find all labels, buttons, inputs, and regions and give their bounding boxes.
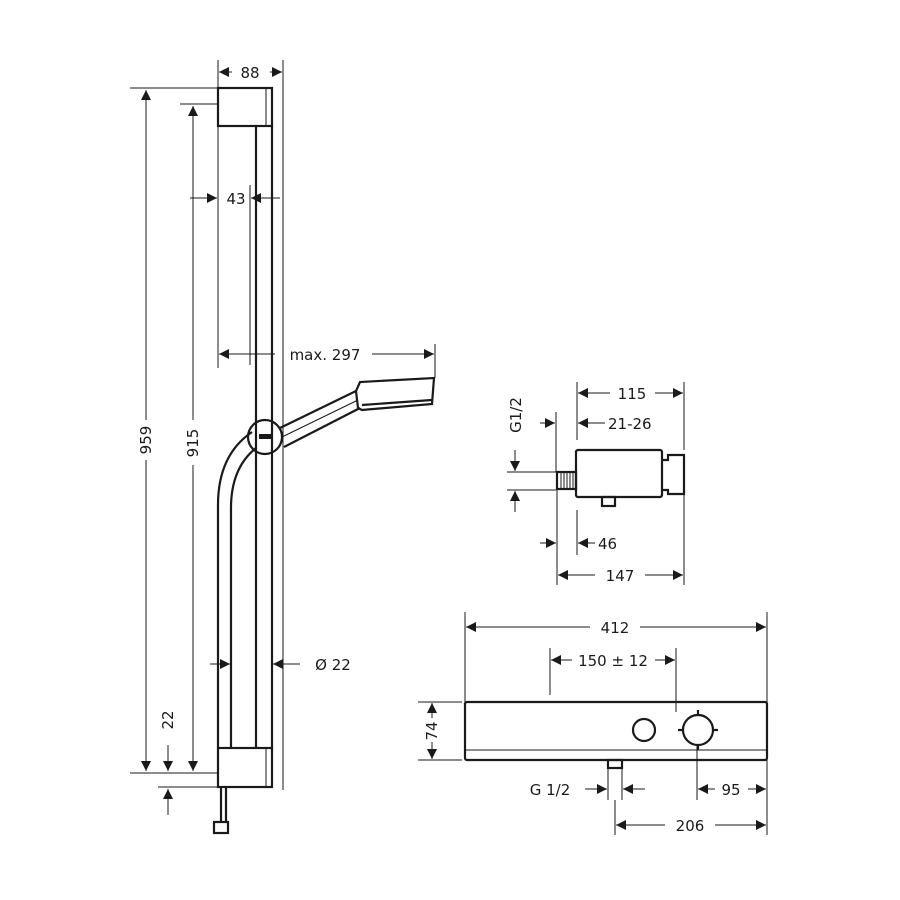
dim-115: 115 bbox=[618, 385, 647, 403]
handshower-handle bbox=[279, 390, 361, 448]
dim-206: 206 bbox=[676, 817, 705, 835]
handshower-head bbox=[354, 376, 436, 412]
outlet-nut bbox=[662, 453, 686, 496]
thermostat-body bbox=[463, 700, 769, 762]
wall-outlet bbox=[555, 448, 686, 508]
dim-959: 959 bbox=[137, 426, 155, 455]
hose bbox=[216, 431, 253, 748]
dim-95: 95 bbox=[721, 781, 740, 799]
dim-147: 147 bbox=[606, 567, 635, 585]
thermostat bbox=[463, 700, 769, 770]
thermostat-dimensions: 412 150 ± 12 74 G 1/2 95 206 bbox=[418, 612, 768, 835]
rail-top-bracket bbox=[216, 86, 274, 128]
temperature-knob bbox=[681, 713, 715, 747]
shower-rail-set bbox=[212, 86, 436, 835]
button-knob bbox=[631, 717, 657, 743]
outlet-body bbox=[574, 448, 664, 499]
dim-hose-diameter: Ø 22 bbox=[315, 656, 351, 674]
dim-46: 46 bbox=[598, 535, 617, 553]
dim-74: 74 bbox=[423, 721, 441, 740]
dim-22: 22 bbox=[159, 710, 177, 729]
dim-88: 88 bbox=[240, 64, 259, 82]
dim-150-12: 150 ± 12 bbox=[578, 652, 648, 670]
dim-g12-outlet: G1/2 bbox=[507, 397, 525, 433]
dim-412: 412 bbox=[601, 619, 630, 637]
dim-max-297: max. 297 bbox=[290, 346, 361, 364]
thermostat-outlet bbox=[606, 758, 624, 770]
dim-915: 915 bbox=[184, 429, 202, 458]
rail-bottom-bracket bbox=[216, 746, 274, 789]
rail-dimensions: 88 959 915 43 max. 297 Ø 22 22 bbox=[130, 60, 436, 815]
dim-21-26: 21-26 bbox=[608, 415, 652, 433]
dim-43: 43 bbox=[226, 190, 245, 208]
wall-outlet-dimensions: 115 21-26 G1/2 46 147 bbox=[507, 382, 685, 585]
dim-g12-thermostat: G 1/2 bbox=[530, 781, 571, 799]
